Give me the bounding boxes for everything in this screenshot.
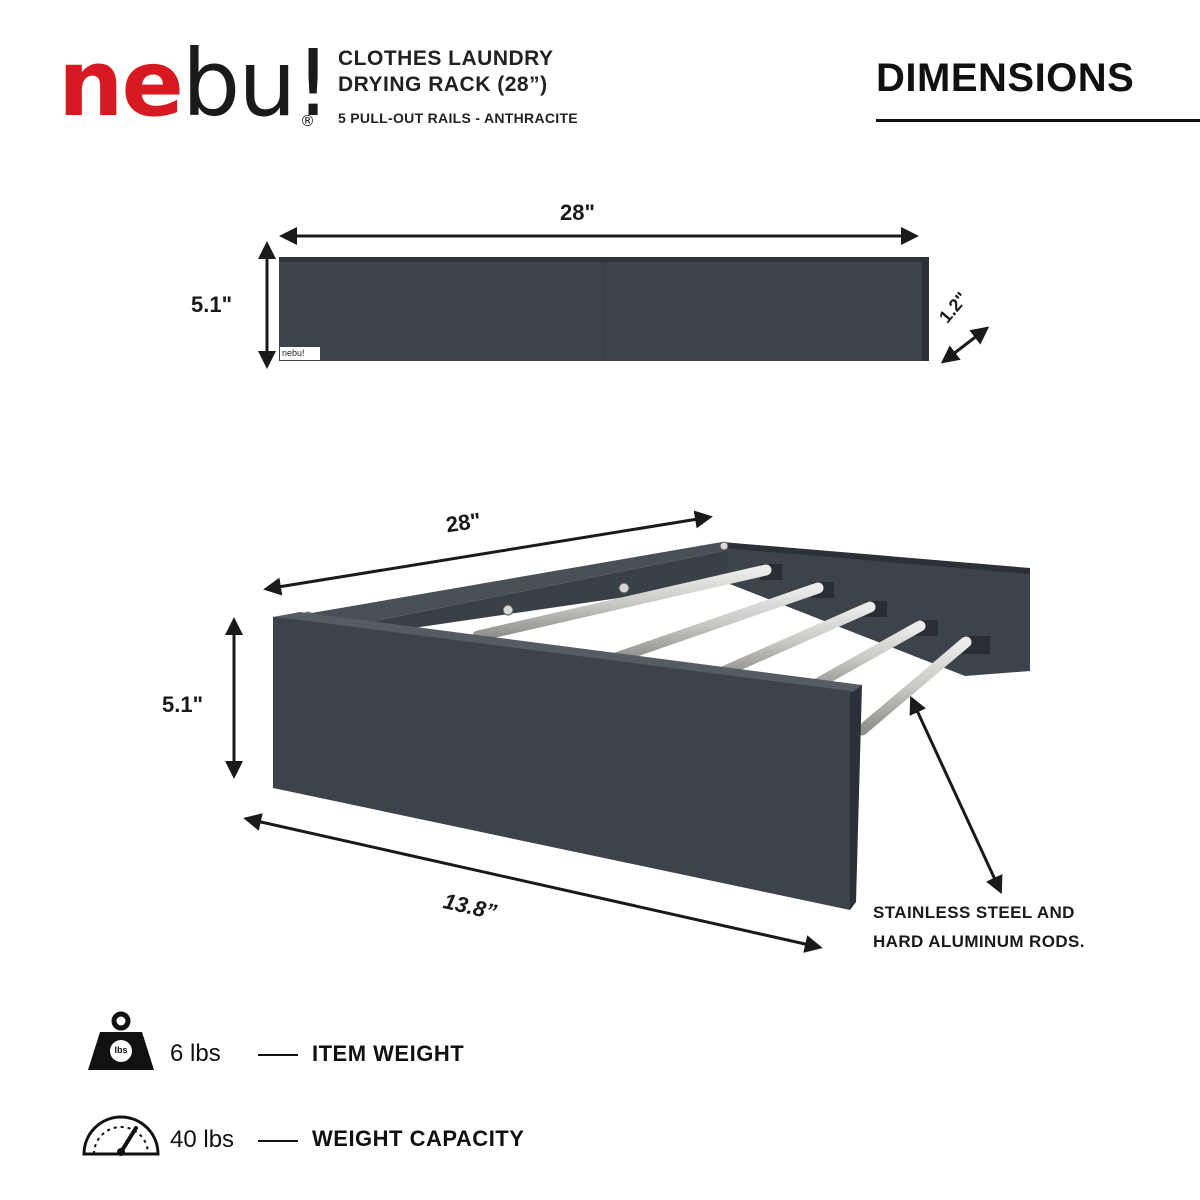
item-weight-dash: [258, 1054, 298, 1056]
weight-capacity-value: 40 lbs: [170, 1126, 235, 1153]
product-title-line1: CLOTHES LAUNDRY: [338, 47, 554, 70]
closed-badge-bg: [280, 347, 320, 360]
brand-logo-dark: bu!: [181, 30, 332, 137]
registered-mark: ®: [300, 112, 315, 130]
rod-5: [856, 636, 972, 736]
weight-icon: [88, 1011, 154, 1070]
rods-pointer-arrow: [909, 695, 1003, 895]
rods-note-line1: STAINLESS STEEL AND: [873, 903, 1075, 922]
product-subtitle: 5 PULL-OUT RAILS - ANTHRACITE: [338, 110, 578, 126]
product-title-line2: DRYING RACK (28”): [338, 73, 548, 96]
weight-icon-text: lbs: [114, 1045, 128, 1055]
rods-note: STAINLESS STEEL AND HARD ALUMINUM RODS.: [873, 898, 1085, 956]
closed-panel-edge: [922, 257, 929, 361]
item-weight-label: ITEM WEIGHT: [312, 1041, 465, 1066]
product-title: CLOTHES LAUNDRY DRYING RACK (28”): [338, 46, 554, 98]
brand-logo: nebu!: [58, 38, 331, 130]
open-rack-diagram: [225, 510, 1030, 953]
dimensions-heading: DIMENSIONS: [876, 56, 1135, 100]
open-height-label: 5.1": [162, 692, 204, 717]
rod-1: [472, 564, 772, 642]
front-panel: [273, 615, 858, 910]
weight-capacity-label: WEIGHT CAPACITY: [312, 1126, 525, 1151]
closed-depth-arrow: [940, 326, 990, 364]
closed-height-label: 5.1": [191, 292, 233, 317]
weight-capacity-dash: [258, 1140, 298, 1142]
frame-screw-1: [502, 604, 514, 616]
closed-width-label: 28": [560, 200, 595, 225]
closed-badge: nebu!: [282, 348, 305, 358]
front-panel-edge: [850, 685, 862, 910]
open-depth-arrow: [243, 813, 823, 953]
closed-panel-top: [279, 257, 929, 262]
open-width-label: 28": [444, 507, 483, 538]
heading-underline: [876, 119, 1200, 122]
brand-logo-red: ne: [58, 30, 184, 137]
rod-3: [710, 601, 876, 681]
frame-screw-2: [618, 582, 630, 594]
open-width-arrow: [263, 510, 713, 596]
closed-rack-diagram: [258, 227, 990, 369]
gauge-icon: [82, 1115, 160, 1156]
rod-4: [800, 620, 926, 696]
rod-2: [610, 582, 824, 664]
rods-note-line2: HARD ALUMINUM RODS.: [873, 932, 1085, 951]
back-wall-top: [722, 542, 1030, 574]
item-weight-value: 6 lbs: [170, 1040, 221, 1067]
frame-screw-3: [719, 541, 729, 551]
front-panel-top: [273, 612, 862, 692]
